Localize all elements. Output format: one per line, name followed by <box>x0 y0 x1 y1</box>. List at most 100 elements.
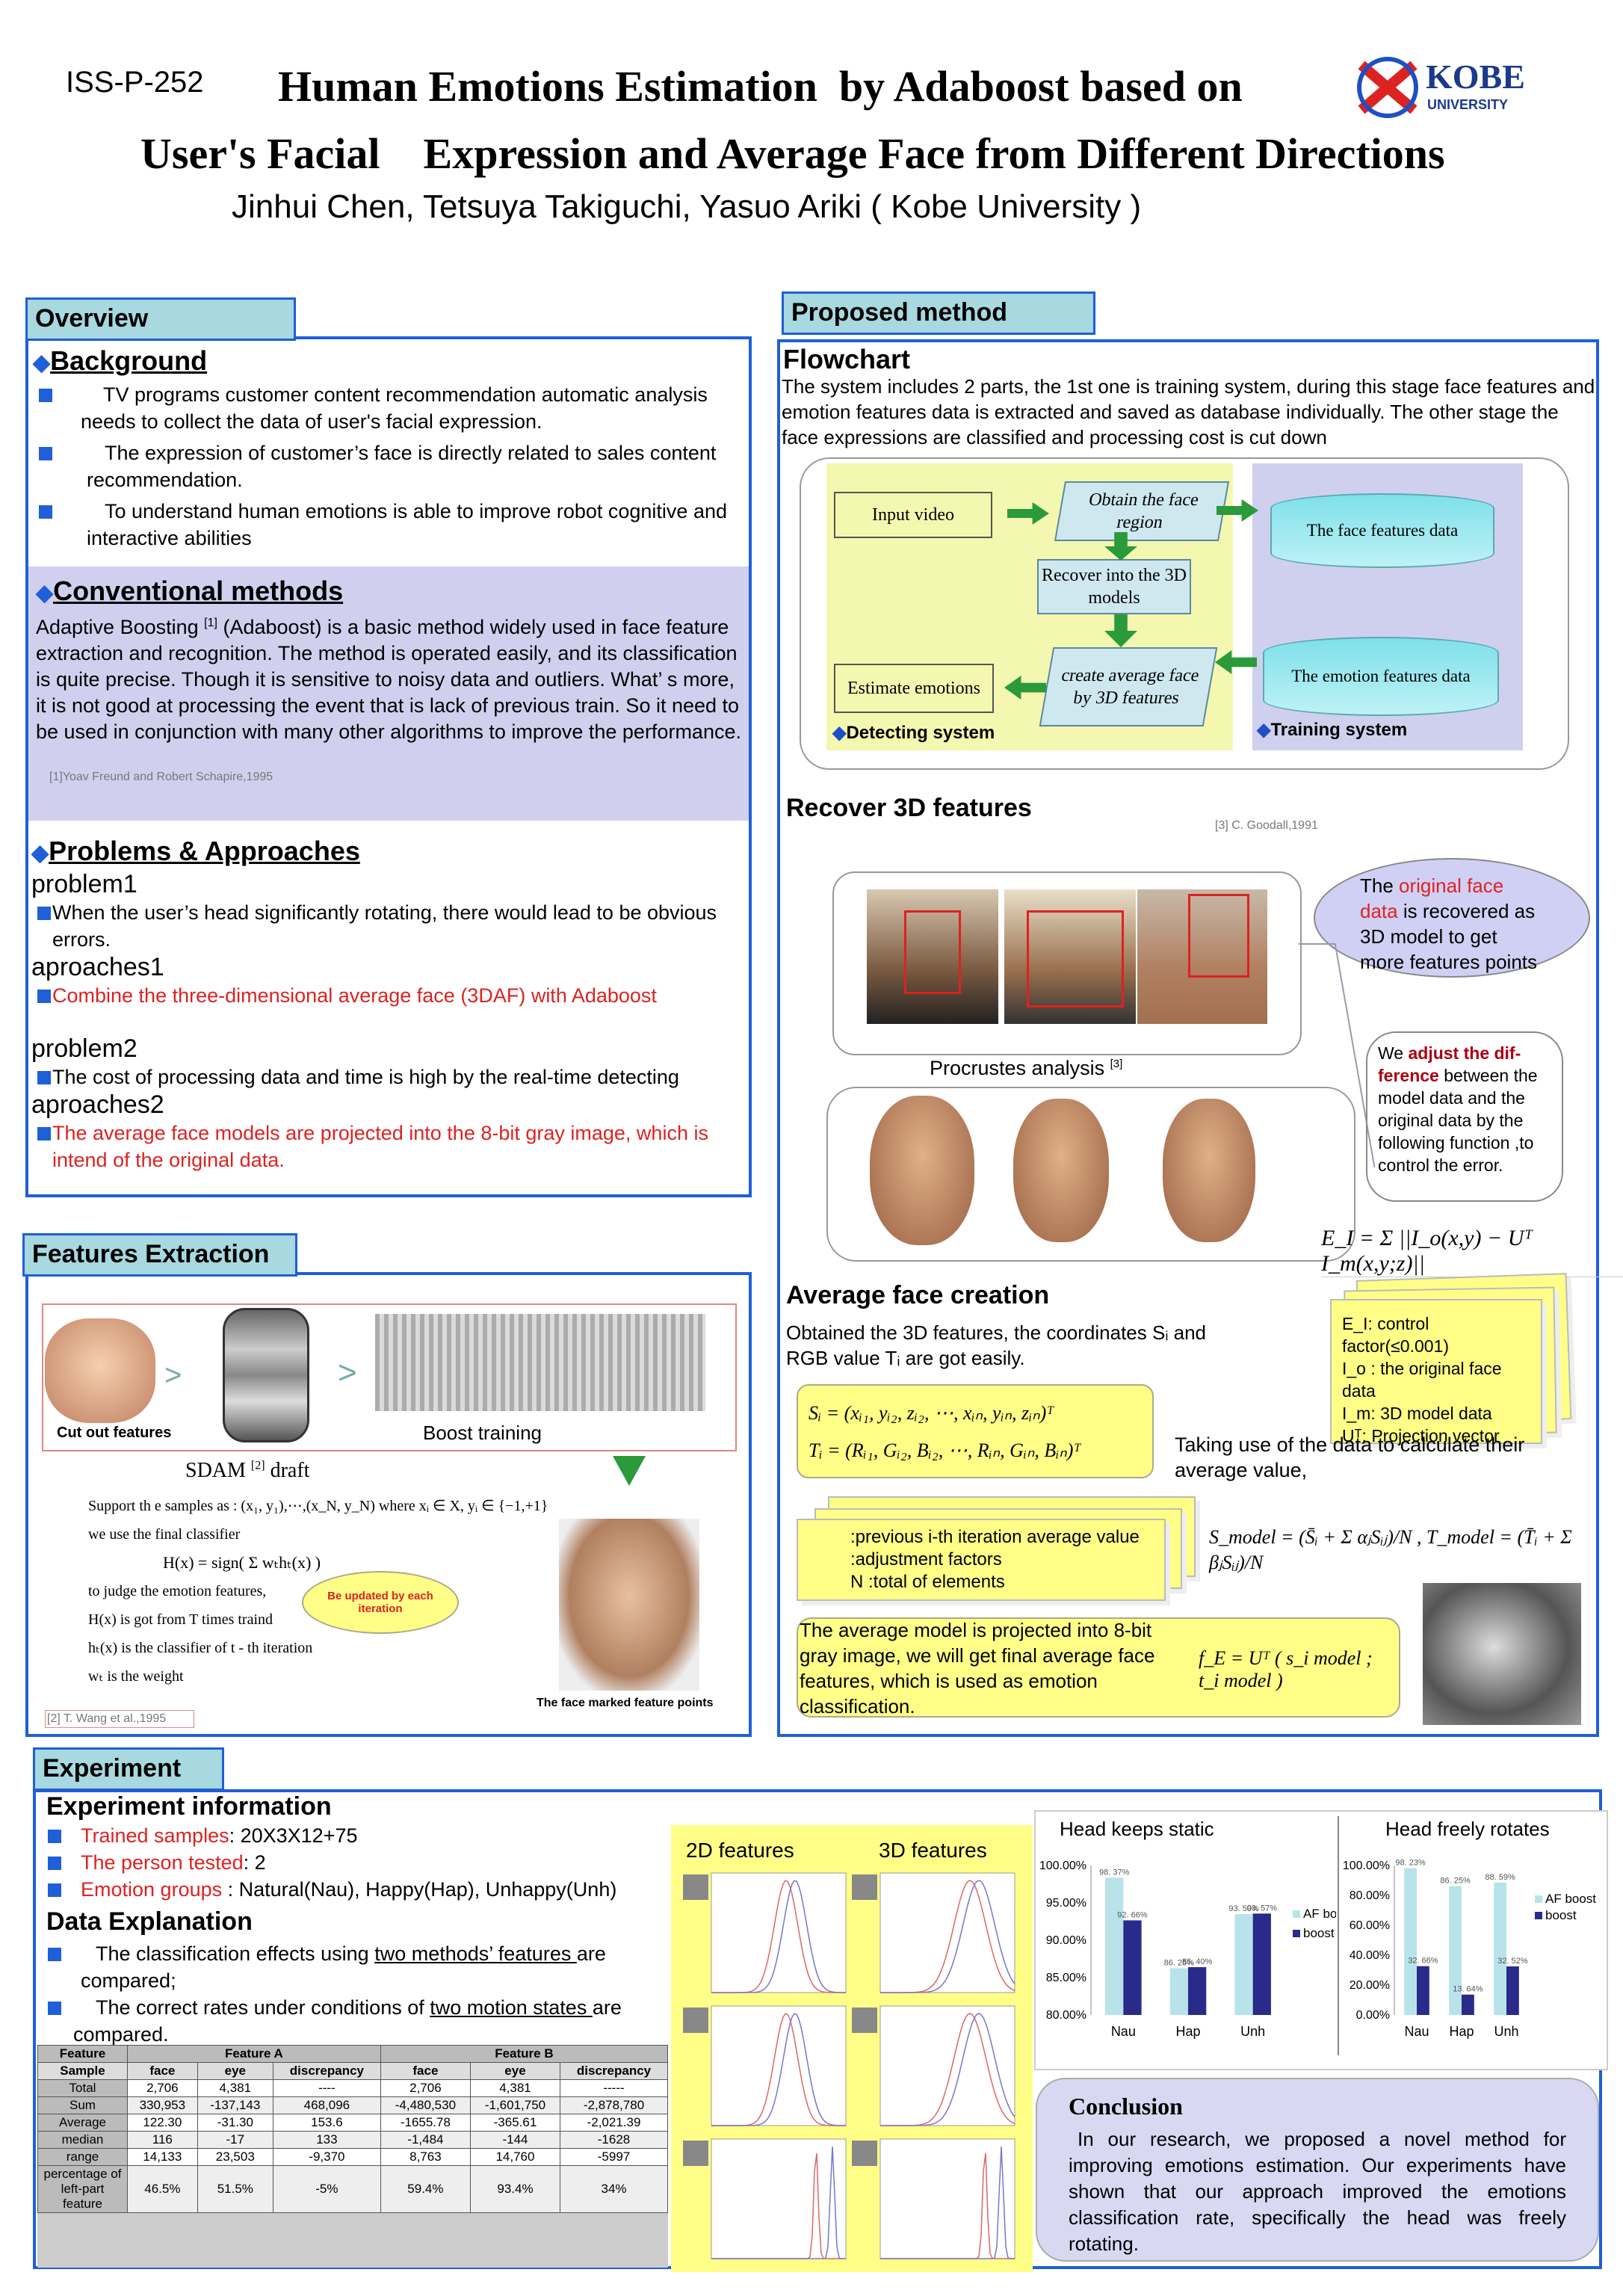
histogram-frame <box>711 2005 847 2126</box>
flowchart-title: Flowchart <box>783 344 911 374</box>
face-thumbnail <box>683 2008 708 2033</box>
x-tick-label: Unh <box>1240 2024 1265 2039</box>
face-thumbnail <box>852 1874 877 1900</box>
kobe-logo-text: KOBE <box>1426 58 1525 96</box>
histogram-panel <box>683 2005 847 2126</box>
data-label: 88. 59% <box>1485 1873 1515 1882</box>
create-average-box: create average face by 3D features <box>1039 647 1218 726</box>
average-face-text: Obtained the 3D features, the coordinate… <box>786 1321 1207 1369</box>
conventional-text: Adaptive Boosting [1] (Adaboost) is a ba… <box>36 616 741 743</box>
update-callout: Be updated by each iteration <box>302 1571 459 1634</box>
data-explanation-title: Data Explanation <box>46 1907 253 1936</box>
data-label: 93. 57% <box>1247 1904 1278 1913</box>
problem2-item: The cost of processing data and time is … <box>31 1064 741 1090</box>
table-cell: 122.30 <box>127 2114 198 2132</box>
table-cell: 116 <box>127 2131 198 2149</box>
problem1-item: When the user’s head significantly rotat… <box>31 899 741 953</box>
table-cell: -17 <box>197 2131 273 2149</box>
rotating-chart: Head freely rotates0.00%20.00%40.00%60.0… <box>1343 1818 1596 2039</box>
table-cell: 8,763 <box>380 2148 471 2166</box>
x-tick-label: Nau <box>1404 2024 1429 2039</box>
fe-formula: f_E = Uᵀ ( s_i model ; t_i model ) <box>1199 1647 1373 1691</box>
diamond-icon: ◆ <box>33 351 51 375</box>
bar <box>1188 1967 1207 2015</box>
adjust-bubble: We adjust the dif-ference between the mo… <box>1366 1031 1563 1202</box>
2d-features-label: 2D features <box>686 1839 794 1862</box>
data-label: 13. 64% <box>1453 1985 1483 1994</box>
y-tick-label: 20.00% <box>1350 1979 1390 1992</box>
overview-panel <box>25 336 752 1197</box>
error-formula: E_I = Σ ||I_o(x,y) − Uᵀ I_m(x,y;z)|| <box>1321 1226 1623 1277</box>
table-cell: 46.5% <box>127 2165 198 2213</box>
conclusion-title: Conclusion <box>1069 2093 1183 2120</box>
face-features-db: The face features data <box>1270 493 1494 568</box>
problems-title: Problems & Approaches <box>49 836 360 866</box>
3d-model-side <box>1013 1099 1109 1242</box>
table-cell: -1,601,750 <box>469 2096 561 2114</box>
bar <box>1169 1968 1188 2015</box>
table-cell: -5997 <box>560 2148 668 2166</box>
histogram-frame <box>711 1872 847 1993</box>
table-cell: median <box>37 2131 128 2149</box>
detecting-system-label: ◆Detecting system <box>832 723 995 743</box>
diamond-icon: ◆ <box>832 723 847 743</box>
poster-title-line2: User's Facial Expression and Average Fac… <box>140 129 1445 178</box>
histogram-curve <box>711 2146 846 2259</box>
boost-training-label: Boost training <box>423 1422 542 1444</box>
approach2-label: aproaches2 <box>31 1090 164 1119</box>
table-cell: -2,878,780 <box>560 2096 668 2114</box>
data-label: 98. 37% <box>1099 1868 1130 1877</box>
table-cell: 330,953 <box>127 2096 198 2114</box>
legend-entry: AF boost <box>1303 1907 1336 1921</box>
gray-face-image <box>1423 1583 1581 1725</box>
kobe-logo-subtext: UNIVERSITY <box>1427 97 1509 112</box>
y-tick-label: 90.00% <box>1046 1934 1086 1947</box>
table-cell: Sum <box>37 2096 128 2114</box>
features-ref: [2] T. Wang et al.,1995 <box>45 1710 194 1728</box>
bar <box>1506 1966 1519 2015</box>
histogram-curve <box>711 1880 847 1993</box>
table-cell: -31.30 <box>197 2114 273 2132</box>
data-label: 92. 66% <box>1117 1910 1148 1919</box>
bar <box>1234 1914 1253 2015</box>
poster-code: ISS-P-252 <box>66 66 204 99</box>
table-cell: 34% <box>560 2165 668 2213</box>
recover-ref: [3] C. Goodall,1991 <box>1215 819 1318 832</box>
table-cell: ----- <box>560 2079 668 2097</box>
table-cell: ---- <box>272 2079 381 2097</box>
conventional-ref: [1]Yoav Freund and Robert Schapire,1995 <box>49 771 273 783</box>
legend-entry: boost <box>1303 1926 1335 1940</box>
diamond-icon: ◆ <box>31 841 49 865</box>
table-cell: 51.5% <box>197 2165 273 2213</box>
emotion-features-db: The emotion features data <box>1263 637 1499 716</box>
table-cell: -137,143 <box>197 2096 273 2114</box>
table-cell: percentage of left-part feature <box>37 2165 128 2213</box>
cut-out-label: Cut out features <box>57 1425 172 1441</box>
recover-3d-box: Recover into the 3D models <box>1037 559 1191 614</box>
table-cell: -5% <box>272 2165 381 2213</box>
proposed-tag: Proposed method <box>782 291 1095 335</box>
person-tested-item: The person tested: 2 <box>42 1849 662 1876</box>
table-cell: -365.61 <box>469 2114 561 2132</box>
model-formula: S_model = (S̄ᵢ + Σ αⱼSᵢⱼ)/N , T_model = … <box>1209 1526 1572 1573</box>
face-thumbnail <box>683 2141 708 2166</box>
baby-photo <box>45 1318 155 1423</box>
arrow-right-icon: > <box>164 1359 182 1392</box>
y-tick-label: 95.00% <box>1046 1897 1086 1910</box>
model-photo-frame <box>826 1087 1355 1262</box>
bar <box>1449 1886 1462 2015</box>
histogram-panel <box>852 2138 1015 2259</box>
data-label: 86. 25% <box>1440 1877 1471 1886</box>
problems-section: ◆Problems & Approaches problem1 When the… <box>31 836 741 1173</box>
poster-authors: Jinhui Chen, Tetsuya Takiguchi, Yasuo Ar… <box>232 188 1142 225</box>
histogram-curve <box>711 2013 847 2126</box>
background-item: To understand human emotions is able to … <box>33 498 743 552</box>
projection-text: The average model is projected into 8-bi… <box>800 1619 1155 1718</box>
